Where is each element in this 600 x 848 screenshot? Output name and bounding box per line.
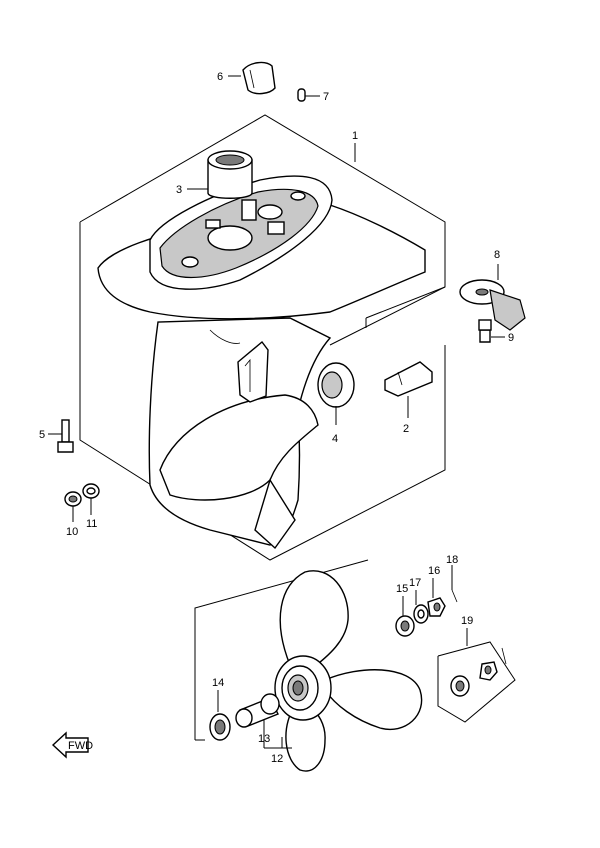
thrust-washer[interactable] [209, 713, 231, 741]
gearcase-bounding-box [79, 114, 446, 561]
needle-bearing[interactable] [207, 150, 253, 199]
callout-6: 6 [217, 71, 223, 83]
callout-11: 11 [86, 518, 97, 530]
callout-19: 19 [461, 615, 473, 627]
gear-case-housing[interactable] [97, 175, 426, 550]
callout-7: 7 [323, 91, 329, 103]
callout-3: 3 [176, 184, 182, 196]
callout-13: 13 [258, 733, 270, 745]
leader-lines [48, 75, 505, 749]
callout-labels: 1 2 3 4 5 6 7 8 9 10 11 12 13 14 15 16 1… [39, 71, 514, 765]
fwd-label: FWD [68, 740, 93, 752]
propeller-nut-kit-box [437, 641, 516, 723]
callout-9: 9 [508, 332, 514, 344]
propeller-bounding-box [194, 559, 369, 741]
drain-plug[interactable] [64, 491, 82, 507]
spacer[interactable] [395, 615, 415, 637]
kit-cotter-pin[interactable] [501, 647, 507, 665]
callout-2: 2 [403, 423, 409, 435]
propeller-bushing[interactable] [235, 693, 280, 728]
propeller[interactable] [274, 570, 423, 772]
kit-nut[interactable] [479, 661, 498, 681]
callout-18: 18 [446, 554, 458, 566]
trim-tab-bolt[interactable] [478, 319, 492, 343]
dowel-pin[interactable] [297, 88, 306, 102]
forward-direction-arrow: FWD [51, 731, 93, 759]
cotter-pin[interactable] [451, 589, 458, 603]
callout-1: 1 [352, 130, 358, 142]
callout-14: 14 [212, 677, 224, 689]
washer[interactable] [413, 604, 429, 624]
callout-12: 12 [271, 753, 283, 765]
callout-15: 15 [396, 583, 408, 595]
callout-16: 16 [428, 565, 440, 577]
drain-washer[interactable] [82, 483, 100, 499]
callout-17: 17 [409, 577, 421, 589]
mounting-bolt[interactable] [57, 419, 74, 453]
callout-4: 4 [332, 433, 338, 445]
callout-8: 8 [494, 249, 500, 261]
cap-cover[interactable] [242, 61, 276, 95]
shift-bracket[interactable] [384, 361, 433, 397]
kit-spacer[interactable] [450, 675, 470, 697]
grommet-seal[interactable] [317, 362, 355, 408]
trim-tab-anode[interactable] [459, 279, 526, 331]
castle-nut[interactable] [427, 597, 446, 617]
callout-10: 10 [66, 526, 78, 538]
callout-5: 5 [39, 429, 45, 441]
